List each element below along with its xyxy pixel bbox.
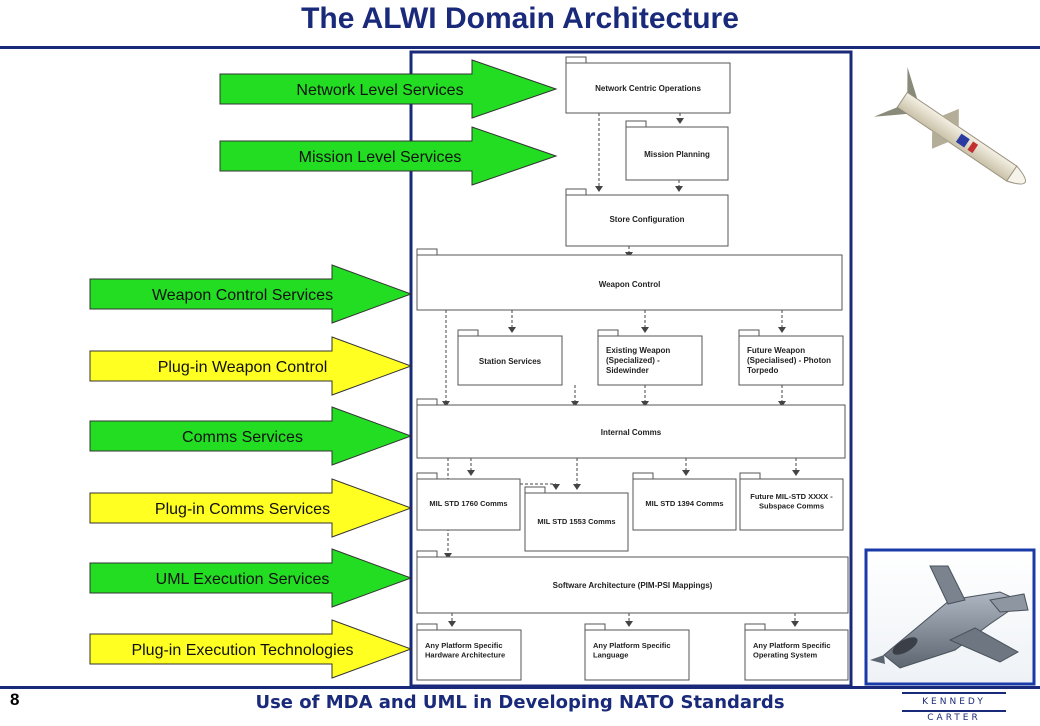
- package-box: [597, 335, 703, 386]
- package-tab: [416, 472, 438, 480]
- arrow-uml-execution-services: [89, 548, 413, 608]
- package-mil1760: MIL STD 1760 Comms: [416, 472, 521, 531]
- arrow-weapon-control-services: [89, 264, 413, 324]
- package-box: [416, 629, 522, 681]
- package-tab: [738, 329, 760, 337]
- package-label: MIL STD 1553 Comms: [537, 517, 615, 526]
- package-label: (Specialised) - Photon: [747, 356, 831, 365]
- package-tab: [416, 623, 438, 631]
- package-future-mil: Future MIL-STD XXXX -Subspace Comms: [739, 472, 844, 531]
- package-station-services: Station Services: [457, 329, 563, 386]
- package-box: [416, 254, 843, 311]
- package-box: [584, 629, 690, 681]
- package-tab: [457, 329, 479, 337]
- title-divider: [0, 46, 1040, 49]
- package-box: [416, 556, 849, 614]
- package-tab: [565, 188, 587, 196]
- package-box: [565, 62, 731, 114]
- package-box: [565, 194, 729, 247]
- package-future-weapon: Future Weapon(Specialised) - PhotonTorpe…: [738, 329, 844, 386]
- package-store-config: Store Configuration: [565, 188, 729, 247]
- package-label: Store Configuration: [609, 215, 684, 224]
- package-label: Station Services: [479, 357, 542, 366]
- package-box: [744, 629, 849, 681]
- package-mil1553: MIL STD 1553 Comms: [524, 486, 629, 552]
- package-mil1394: MIL STD 1394 Comms: [632, 472, 737, 531]
- package-tab: [597, 329, 619, 337]
- package-existing-weapon: Existing Weapon(Specialized) -Sidewinder: [597, 329, 703, 386]
- arrow-label: Plug-in Execution Technologies: [131, 642, 353, 659]
- package-label: Future Weapon: [747, 346, 805, 355]
- arrow-mission-level-services: [219, 126, 558, 186]
- package-box: [632, 478, 737, 531]
- package-box: [625, 126, 729, 181]
- package-label: Torpedo: [747, 366, 779, 375]
- page-title: The ALWI Domain Architecture: [301, 2, 739, 35]
- package-tab: [744, 623, 766, 631]
- package-box: [416, 478, 521, 531]
- arrow-network-level-services: [219, 59, 558, 119]
- package-label: Any Platform Specific: [425, 641, 503, 650]
- footer-text: Use of MDA and UML in Developing NATO St…: [255, 692, 785, 713]
- jet-image: [864, 548, 1036, 686]
- arrow-label: UML Execution Services: [156, 571, 330, 588]
- arrow-label: Weapon Control Services: [152, 287, 333, 304]
- arrow-comms-services: [89, 406, 413, 466]
- package-mission-planning: Mission Planning: [625, 120, 729, 181]
- package-label: Internal Comms: [601, 428, 662, 437]
- package-label: Sidewinder: [606, 366, 649, 375]
- arrow-label: Comms Services: [182, 429, 303, 446]
- package-label: (Specialized) -: [606, 356, 660, 365]
- package-label: Any Platform Specific: [593, 641, 671, 650]
- arrow-label: Plug-in Weapon Control: [158, 359, 328, 376]
- package-tab: [625, 120, 647, 128]
- kennedy-carter-logo: KENNEDY CARTER: [902, 692, 1006, 723]
- package-weapon-control: Weapon Control: [416, 248, 843, 311]
- package-box: [457, 335, 563, 386]
- page-number: 8: [10, 690, 20, 709]
- missile-image: [873, 67, 1026, 185]
- package-label: Operating System: [753, 651, 818, 660]
- package-label: Network Centric Operations: [595, 84, 701, 93]
- arrow-label: Mission Level Services: [299, 149, 462, 166]
- package-label: MIL STD 1760 Comms: [429, 499, 507, 508]
- package-box: [739, 478, 844, 531]
- package-label: Weapon Control: [599, 280, 661, 289]
- footer-divider: [0, 686, 1040, 689]
- arrow-plug-in-execution-technologies: [89, 619, 413, 679]
- package-tab: [632, 472, 654, 480]
- package-network-centric: Network Centric Operations: [565, 56, 731, 114]
- package-software-arch: Software Architecture (PIM-PSI Mappings): [416, 550, 849, 614]
- package-tab: [416, 248, 438, 256]
- package-box: [524, 492, 629, 552]
- package-label: Language: [593, 651, 628, 660]
- package-label: Subspace Comms: [759, 502, 824, 511]
- arrow-label: Network Level Services: [296, 82, 463, 99]
- package-box: [416, 404, 846, 459]
- package-tab: [416, 398, 438, 406]
- package-box: [738, 335, 844, 386]
- package-label: Future MIL-STD XXXX -: [750, 492, 833, 501]
- package-label: Any Platform Specific: [753, 641, 831, 650]
- package-tab: [565, 56, 587, 64]
- arrow-plug-in-comms-services: [89, 478, 413, 538]
- arrow-plug-in-weapon-control: [89, 336, 413, 396]
- package-label: Mission Planning: [644, 150, 710, 159]
- package-tab: [416, 550, 438, 558]
- package-tab: [524, 486, 546, 494]
- package-tab: [584, 623, 606, 631]
- package-internal-comms: Internal Comms: [416, 398, 846, 459]
- package-tab: [739, 472, 761, 480]
- package-label: MIL STD 1394 Comms: [645, 499, 723, 508]
- package-label: Hardware Architecture: [425, 651, 505, 660]
- arrow-label: Plug-in Comms Services: [155, 501, 330, 518]
- package-label: Existing Weapon: [606, 346, 670, 355]
- package-label: Software Architecture (PIM-PSI Mappings): [553, 581, 713, 590]
